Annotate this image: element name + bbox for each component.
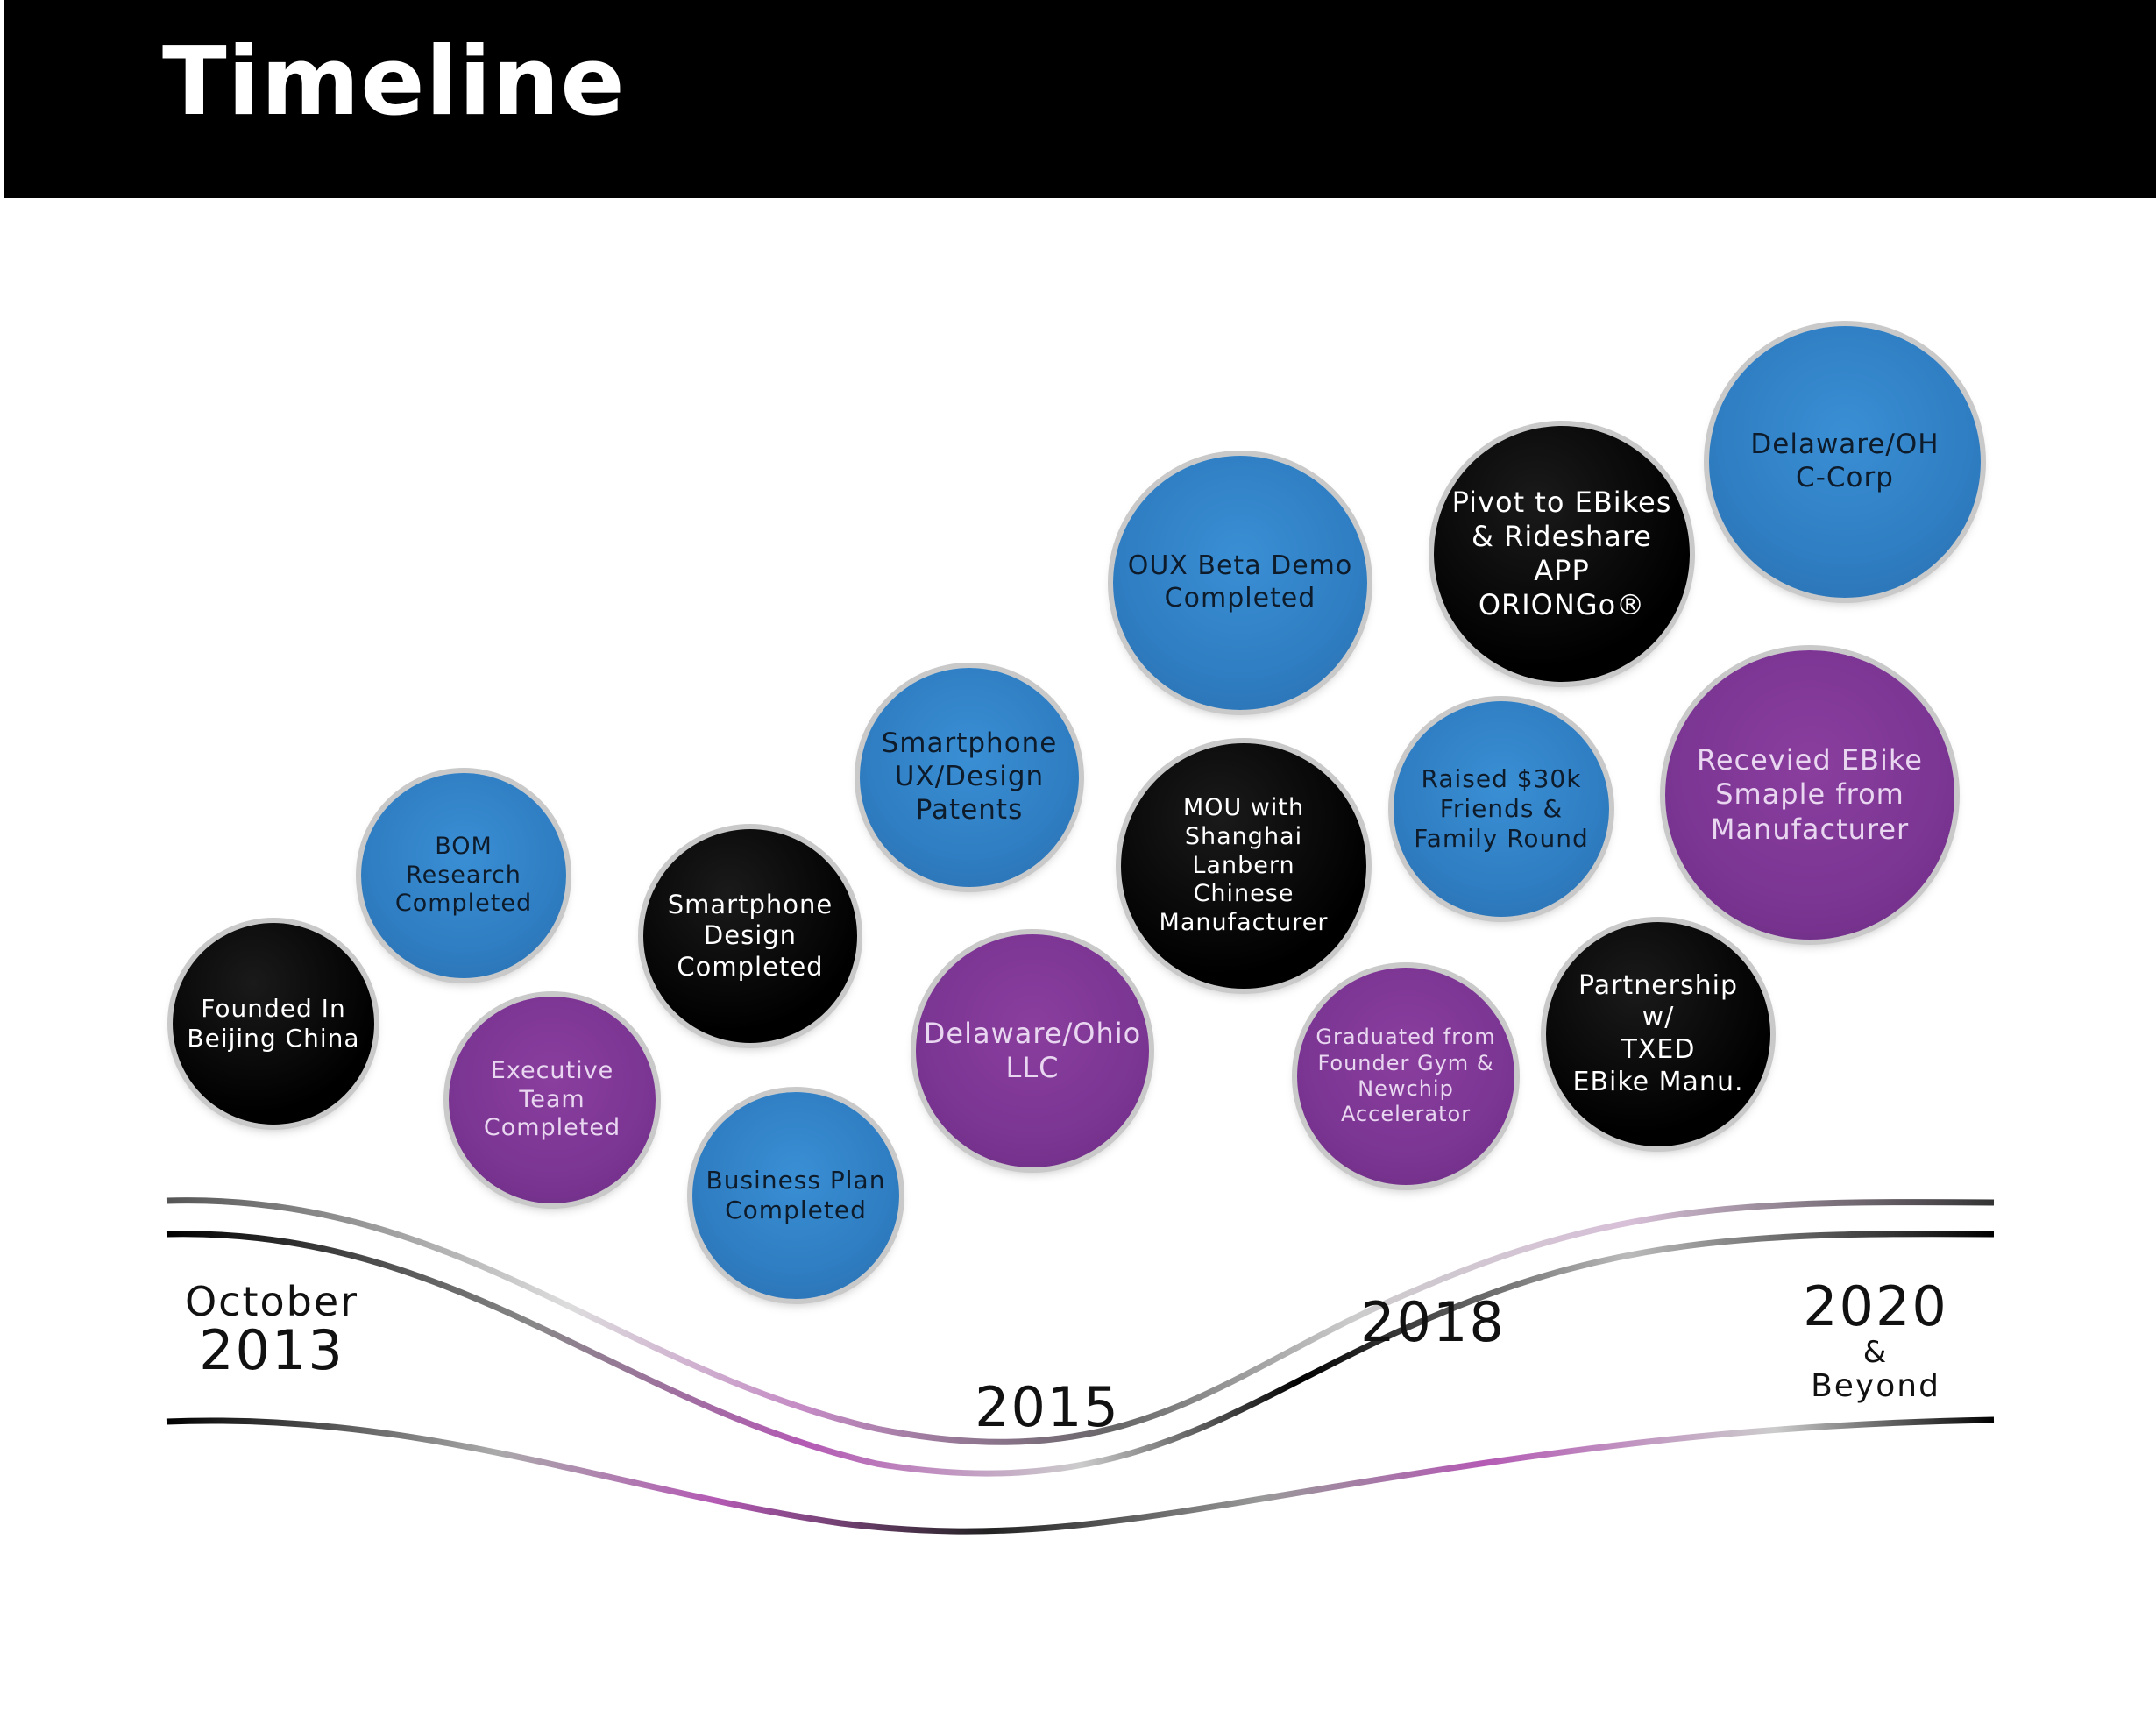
milestone-partnership: Partnership w/ TXED EBike Manu. [1546,922,1770,1146]
milestone-graduated: Graduated from Founder Gym & Newchip Acc… [1297,968,1514,1185]
page-title: Timeline [162,27,626,137]
year-2013-month: October [184,1278,359,1325]
year-label-2018: 2018 [1360,1290,1506,1354]
milestone-pivot-ebikes: Pivot to EBikes & Rideshare APP ORIONGo® [1434,426,1690,682]
milestone-bom-research: BOM Research Completed [361,773,566,978]
milestone-delaware-llc: Delaware/Ohio LLC [916,934,1149,1167]
year-label-2020: 2020 & Beyond [1788,1280,1963,1402]
milestone-raised-30k: Raised $30k Friends & Family Round [1394,701,1609,917]
year-2013-number: 2013 [199,1318,344,1382]
milestone-ebike-sample: Recevied EBike Smaple from Manufacturer [1665,650,1954,940]
milestone-ebike-sample-label: Recevied EBike Smaple from Manufacturer [1697,743,1923,846]
year-2020-number: 2020 [1803,1274,1948,1338]
milestone-c-corp: Delaware/OH C-Corp [1709,326,1981,598]
milestone-patents-label: Smartphone UX/Design Patents [881,727,1058,826]
title-bar: Timeline [4,0,2156,198]
milestone-business-plan: Business Plan Completed [692,1092,899,1299]
milestone-executive-team-label: Executive Team Completed [483,1056,621,1142]
milestone-graduated-label: Graduated from Founder Gym & Newchip Acc… [1316,1025,1496,1127]
year-2020-beyond: Beyond [1811,1368,1940,1404]
milestone-raised-30k-label: Raised $30k Friends & Family Round [1414,763,1589,854]
milestone-business-plan-label: Business Plan Completed [706,1165,886,1224]
milestone-c-corp-label: Delaware/OH C-Corp [1750,429,1940,493]
milestone-smartphone-design-label: Smartphone Design Completed [667,889,833,982]
milestone-mou-label: MOU with Shanghai Lanbern Chinese Manufa… [1159,793,1329,937]
milestone-bom-research-label: BOM Research Completed [394,832,533,918]
year-2020-amp: & [1862,1335,1889,1370]
milestone-partnership-label: Partnership w/ TXED EBike Manu. [1572,969,1744,1097]
milestone-pivot-ebikes-label: Pivot to EBikes & Rideshare APP ORIONGo® [1451,485,1672,622]
milestone-executive-team: Executive Team Completed [449,997,656,1203]
year-label-2015: 2015 [975,1375,1120,1439]
milestone-oux-demo-label: OUX Beta Demo Completed [1127,550,1353,614]
milestone-oux-demo: OUX Beta Demo Completed [1113,456,1367,710]
milestone-patents: Smartphone UX/Design Patents [860,668,1079,887]
milestone-mou: MOU with Shanghai Lanbern Chinese Manufa… [1121,743,1366,989]
milestone-delaware-llc-label: Delaware/Ohio LLC [923,1016,1142,1084]
milestone-founded-label: Founded In Beijing China [187,993,360,1053]
milestone-founded: Founded In Beijing China [173,923,374,1125]
year-label-2013: October 2013 [175,1281,368,1378]
milestone-smartphone-design: Smartphone Design Completed [643,829,857,1043]
